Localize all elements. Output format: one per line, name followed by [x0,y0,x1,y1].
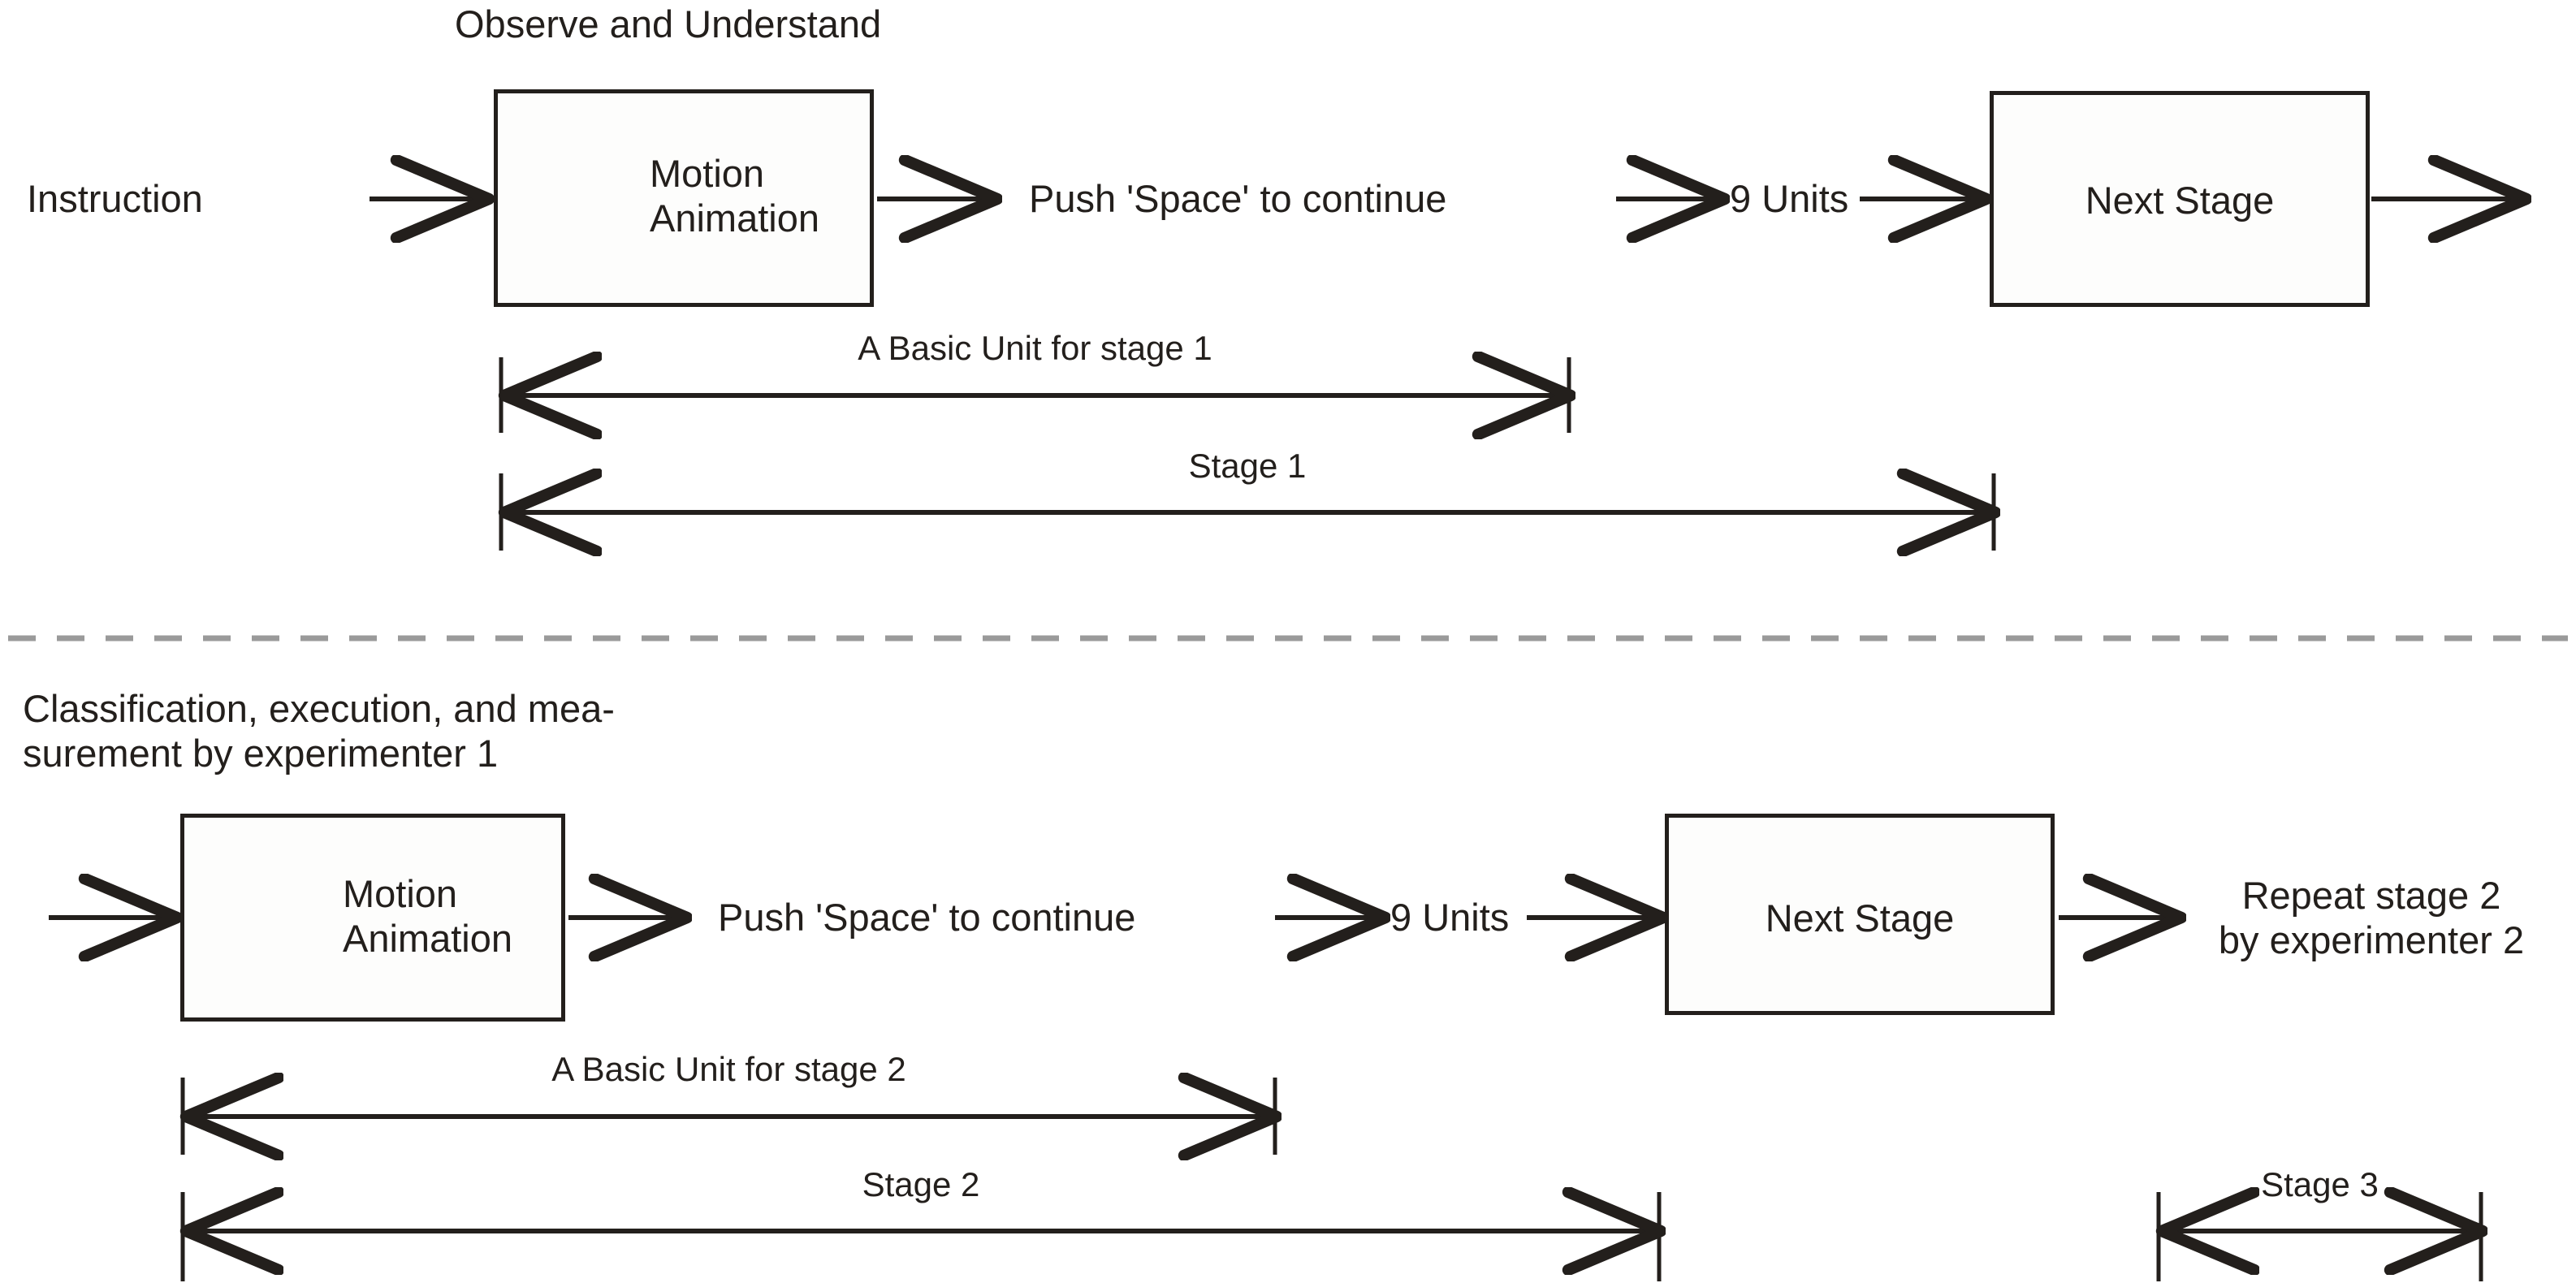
measure-label-stage-1: Stage 1 [1188,447,1307,485]
motion-animation-label: Motion Animation [650,152,819,240]
measure-label-basic-unit-1: A Basic Unit for stage 1 [858,329,1212,367]
push-space-label-stage1: Push 'Space' to continue [1029,177,1447,220]
next-stage-label-stage1: Next Stage [2085,179,2275,222]
measure-label-basic-unit-2: A Basic Unit for stage 2 [551,1050,906,1088]
units-label-stage1: 9 Units [1730,177,1849,220]
next-stage-box-stage2[interactable] [1665,814,2055,1015]
motion-animation-box-stage2[interactable] [180,814,565,1022]
next-stage-label-stage2: Next Stage [1765,896,1955,940]
units-label-stage2: 9 Units [1390,896,1510,939]
motion-animation-label: Motion Animation [343,872,512,961]
motion-animation-box-stage1[interactable] [494,89,874,307]
measure-label-stage-3: Stage 3 [2261,1165,2379,1203]
stage1-section-caption: Observe and Understand [455,2,882,45]
push-space-label-stage2: Push 'Space' to continue [718,896,1136,939]
instruction-label: Instruction [27,177,203,220]
next-stage-box-stage1[interactable] [1990,91,2370,307]
repeat-stage-label: Repeat stage 2 by experimenter 2 [2218,874,2525,962]
measure-label-stage-2: Stage 2 [862,1165,980,1203]
stage2-section-caption: Classification, execution, and mea- sure… [23,687,615,775]
